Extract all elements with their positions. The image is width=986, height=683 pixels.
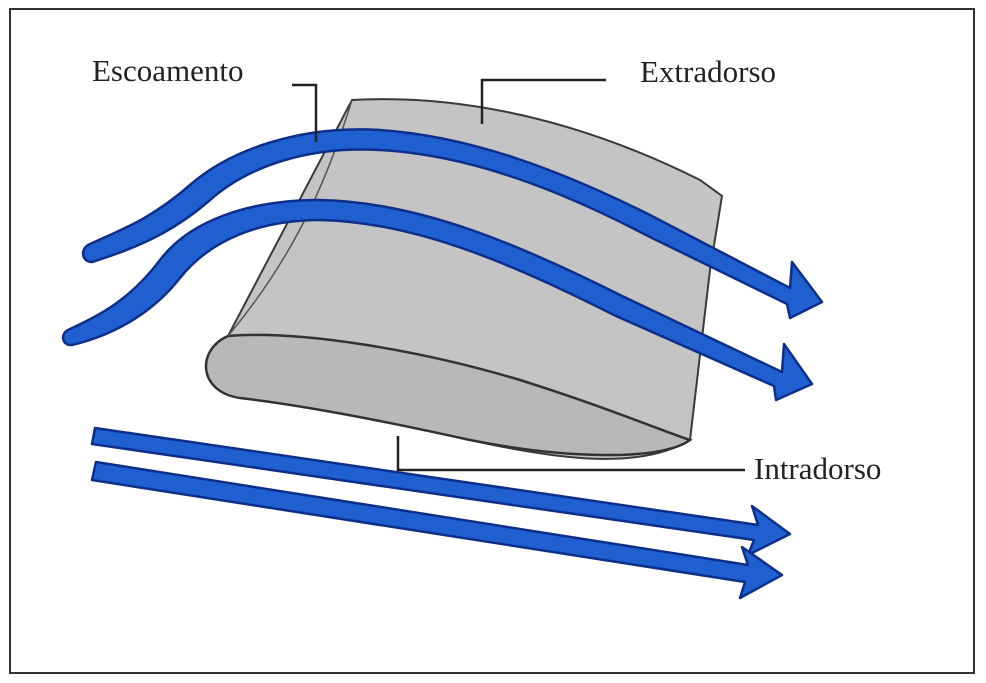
upper-flow-arrows	[61, 128, 824, 402]
leader-lines	[292, 78, 745, 472]
lower-flow-arrows	[90, 426, 792, 600]
flow-arrow-straight-2	[90, 460, 784, 600]
label-escoamento: Escoamento	[92, 53, 244, 88]
label-extradorso: Extradorso	[640, 54, 777, 89]
flow-arrow-curved-1	[81, 128, 824, 320]
wing-root-section	[204, 333, 693, 457]
flow-arrow-curved-2	[61, 198, 814, 402]
label-intradorso: Intradorso	[754, 451, 882, 486]
leader-escoamento	[292, 83, 318, 142]
leader-extradorso	[480, 78, 606, 124]
flow-arrow-straight-1	[90, 426, 792, 557]
leader-intradorso	[396, 436, 745, 472]
